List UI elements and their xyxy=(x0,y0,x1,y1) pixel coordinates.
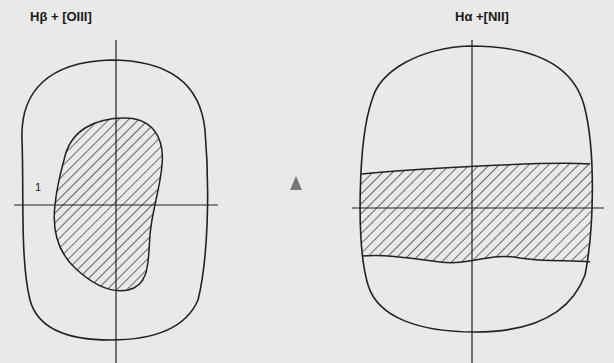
axis-mark: 1 xyxy=(34,182,42,193)
left-map xyxy=(14,40,218,363)
panel-title: Hα +[NII] xyxy=(455,10,509,23)
smudge-mark xyxy=(290,176,302,190)
panel-title: Hβ + [OIII] xyxy=(30,10,92,23)
right-map xyxy=(352,40,604,363)
